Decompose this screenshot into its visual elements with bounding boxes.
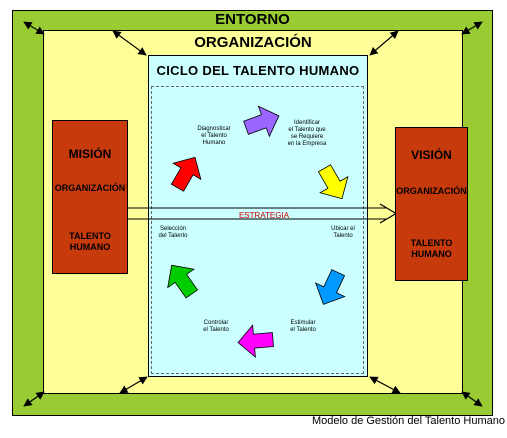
vision-box: VISIÓN ORGANIZACIÓN TALENTO HUMANO bbox=[395, 127, 468, 281]
label-estimular: Estimular el Talento bbox=[290, 320, 316, 333]
mision-talento: TALENTO bbox=[69, 231, 111, 241]
vision-title: VISIÓN bbox=[411, 148, 452, 162]
corner-arrow-outer-br bbox=[461, 391, 483, 407]
mision-humano: HUMANO bbox=[69, 242, 111, 252]
entorno-title: ENTORNO bbox=[215, 11, 290, 28]
strategy-arrow-head bbox=[379, 203, 398, 224]
mision-organizacion: ORGANIZACIÓN bbox=[54, 183, 126, 193]
mision-box: MISIÓN ORGANIZACIÓN TALENTO HUMANO bbox=[52, 120, 128, 274]
ciclo-title: CICLO DEL TALENTO HUMANO bbox=[156, 63, 360, 78]
corner-arrow-inner-tr bbox=[369, 30, 399, 56]
mision-title: MISIÓN bbox=[68, 147, 112, 161]
vision-humano: HUMANO bbox=[411, 249, 452, 259]
corner-arrow-outer-tr bbox=[461, 21, 483, 35]
arrow-green-icon bbox=[167, 264, 199, 299]
label-controlar: Controlar el Talento bbox=[203, 320, 229, 333]
corner-arrow-inner-bl bbox=[119, 376, 148, 394]
label-diagnosticar: Diagnosticar el Talento Humano bbox=[197, 126, 231, 146]
vision-organizacion: ORGANIZACIÓN bbox=[396, 186, 467, 196]
corner-arrow-inner-tl bbox=[112, 30, 147, 56]
label-identificar: Identificar el Talento que se Requiere e… bbox=[287, 120, 327, 147]
figure-caption: Modelo de Gestión del Talento Humano bbox=[311, 415, 505, 427]
corner-arrow-outer-bl bbox=[23, 391, 45, 407]
arrow-red-icon bbox=[170, 156, 202, 192]
ciclo-inner-area bbox=[151, 86, 364, 374]
arrow-magenta-icon bbox=[237, 324, 274, 359]
arrow-yellow-icon bbox=[317, 164, 349, 200]
label-ubicar: Ubicar el Talento bbox=[331, 226, 355, 239]
arrow-purple-icon bbox=[243, 105, 280, 138]
arrow-blue-icon bbox=[314, 269, 346, 305]
corner-arrow-inner-br bbox=[369, 376, 401, 394]
organizacion-title: ORGANIZACIÓN bbox=[194, 34, 312, 51]
strategy-label: ESTRATEGIA bbox=[238, 211, 290, 220]
corner-arrow-outer-tl bbox=[23, 21, 45, 35]
vision-talento: TALENTO bbox=[410, 238, 453, 248]
label-seleccion: Selección del Talento bbox=[158, 226, 188, 239]
